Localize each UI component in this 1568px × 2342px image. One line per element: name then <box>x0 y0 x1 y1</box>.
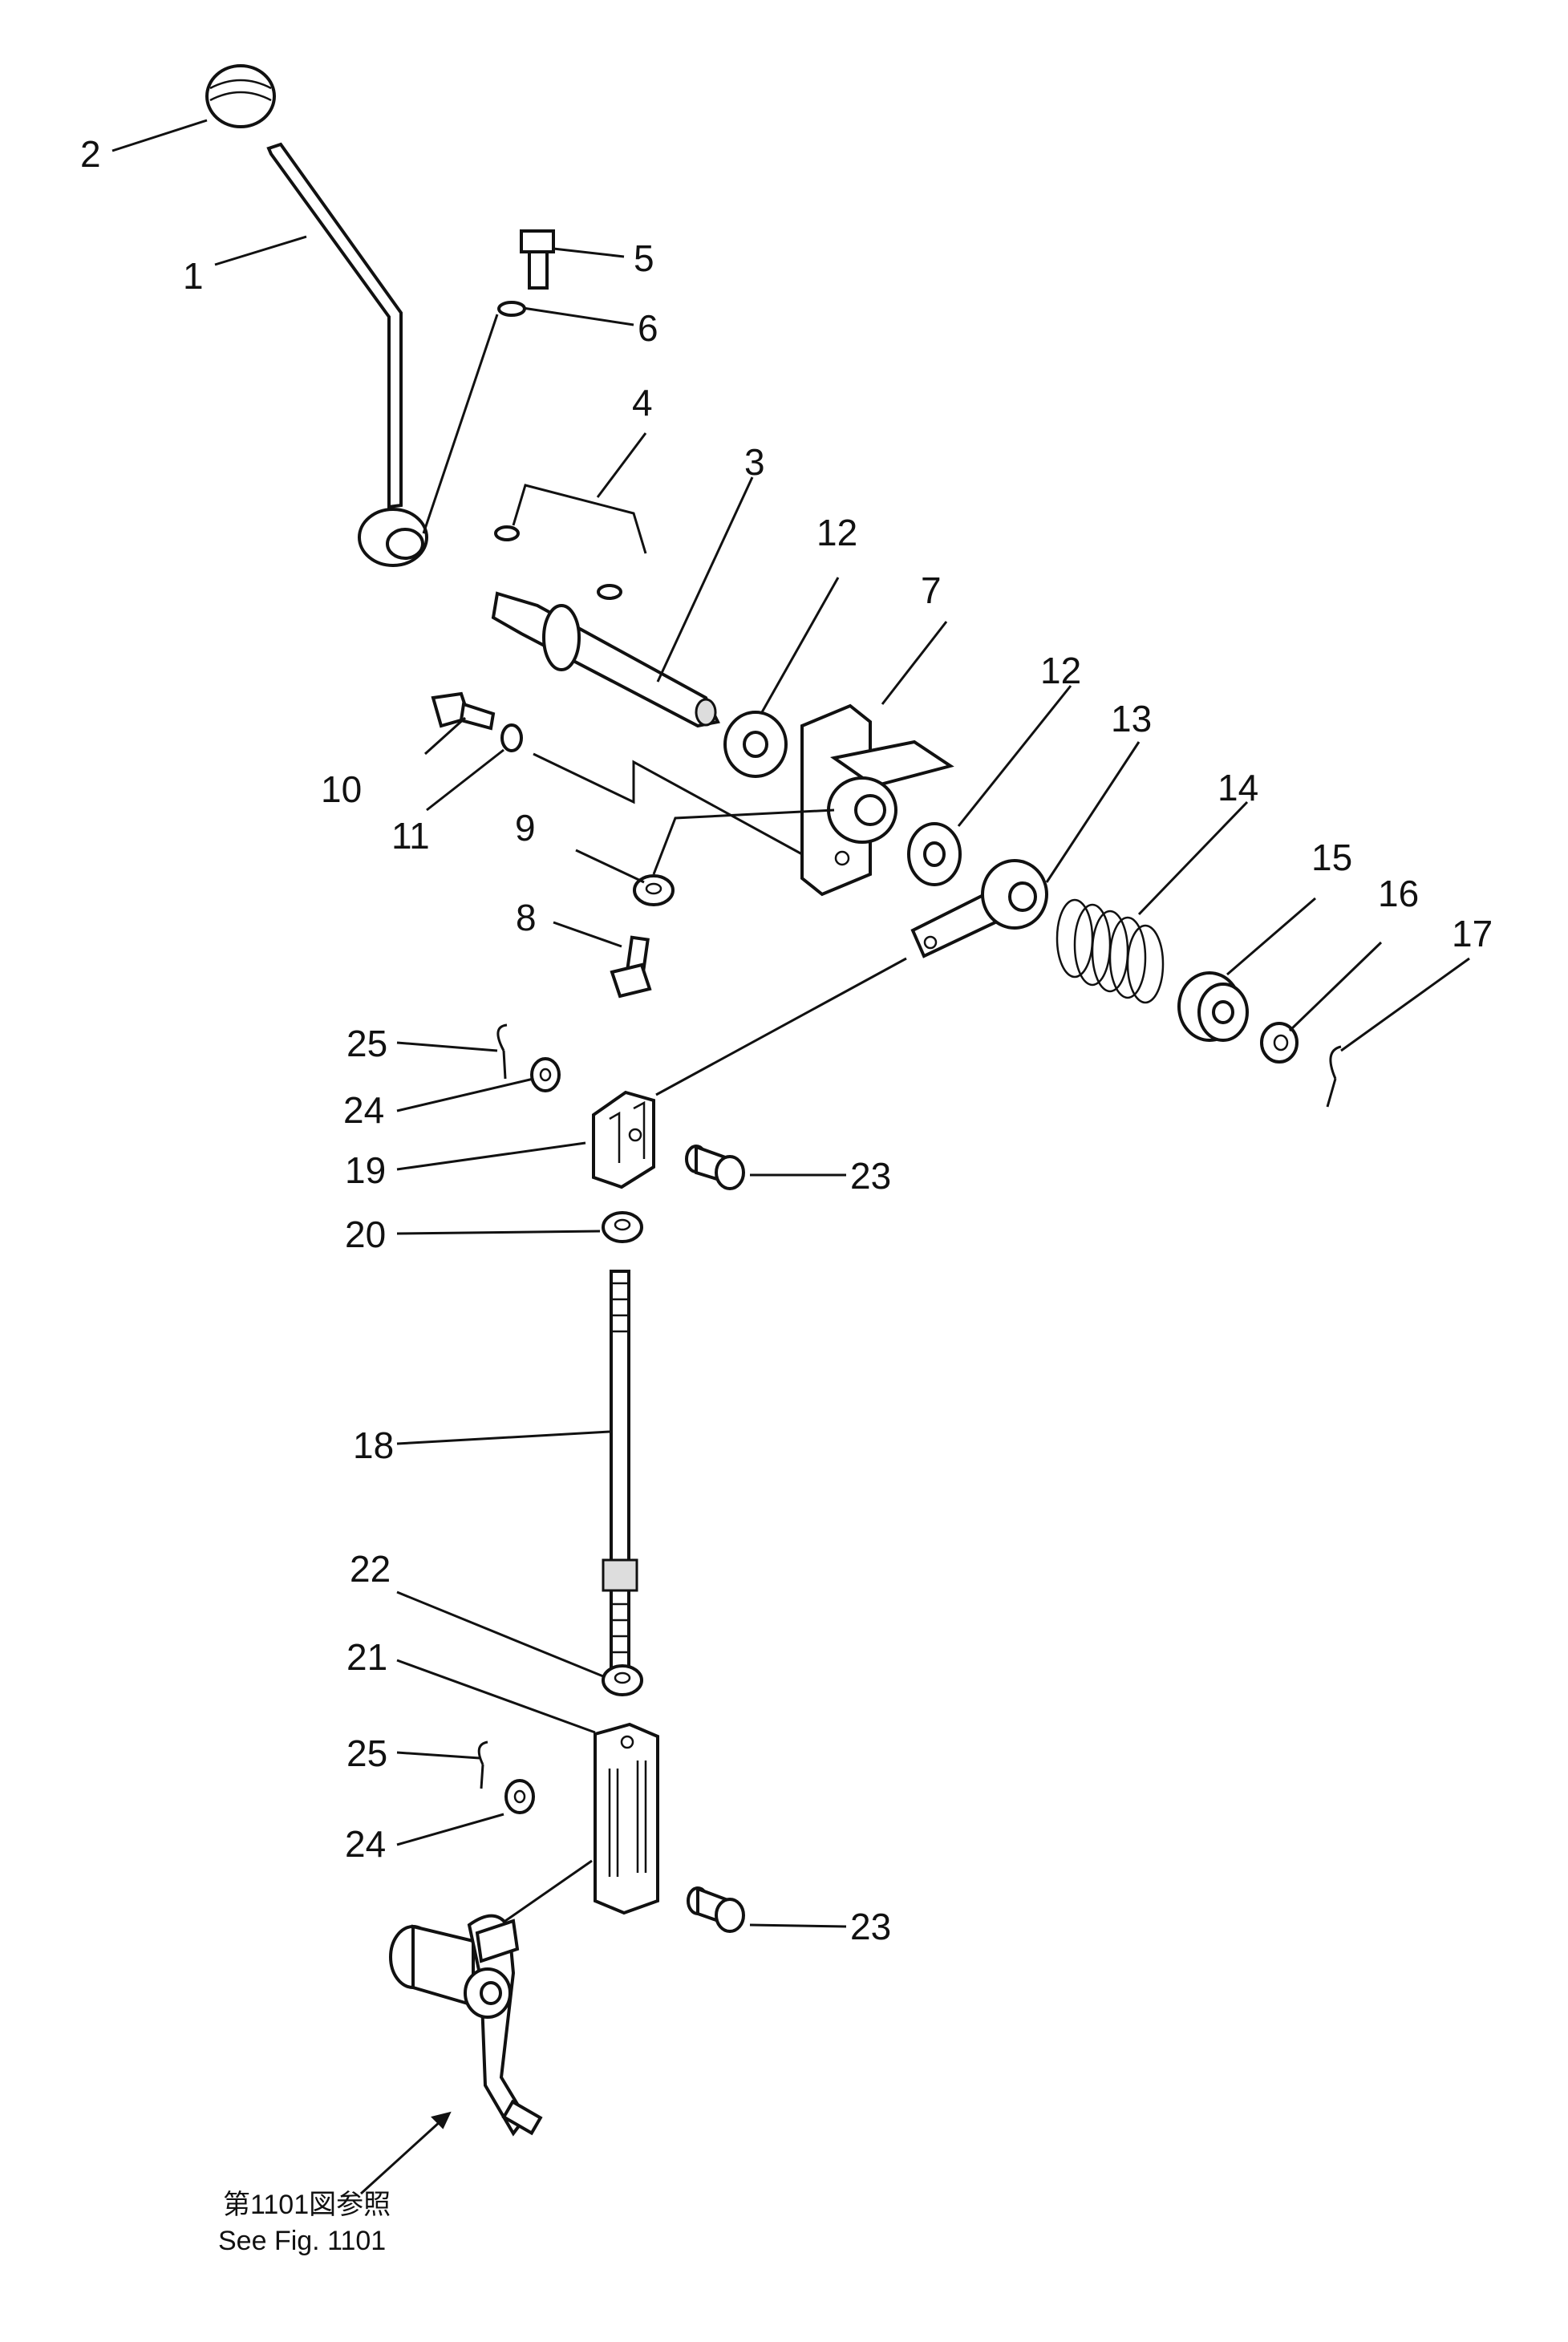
callout-6: 6 <box>638 307 658 349</box>
part-23-pin-b[interactable] <box>687 1886 745 1933</box>
callout-12-b: 12 <box>1040 650 1081 691</box>
part-22-nut[interactable] <box>602 1664 643 1696</box>
part-24-washer-a[interactable] <box>530 1057 561 1092</box>
callout-4: 4 <box>632 382 653 423</box>
part-3-shaft[interactable] <box>491 591 720 728</box>
reference-caption-jp: 第1101図参照 <box>223 2190 391 2220</box>
part-5-bolt[interactable] <box>520 229 555 290</box>
callout-22: 22 <box>350 1548 391 1590</box>
callout-24-a: 24 <box>343 1089 384 1131</box>
callout-10: 10 <box>321 768 362 810</box>
callout-25-b: 25 <box>346 1732 387 1774</box>
callout-21: 21 <box>346 1636 387 1678</box>
part-25-cotter-pin-a[interactable] <box>496 1023 508 1080</box>
part-8-bolt[interactable] <box>610 935 652 999</box>
callout-3: 3 <box>744 441 765 483</box>
part-6-washer[interactable] <box>497 301 526 317</box>
callout-23-b: 23 <box>850 1906 891 1947</box>
callout-17: 17 <box>1452 913 1493 954</box>
part-9-nut[interactable] <box>633 874 675 906</box>
callout-2: 2 <box>80 133 101 175</box>
part-17-cotter-pin[interactable] <box>1326 1045 1342 1108</box>
leader-lines <box>111 119 1470 2195</box>
part-12-washer-b[interactable] <box>907 822 962 886</box>
part-14-spring[interactable] <box>1055 898 1165 1004</box>
callout-25-a: 25 <box>346 1023 387 1064</box>
callout-9: 9 <box>515 807 536 849</box>
callout-5: 5 <box>634 237 654 279</box>
callout-13: 13 <box>1111 698 1152 739</box>
callout-20: 20 <box>345 1214 386 1255</box>
part-19-clevis[interactable] <box>592 1090 655 1189</box>
callout-15: 15 <box>1311 837 1352 878</box>
part-2-knob[interactable] <box>205 64 276 128</box>
callout-12-a: 12 <box>816 512 857 553</box>
part-11-lock-washer[interactable] <box>500 723 523 752</box>
callout-labels: 2 1 5 6 4 3 12 7 12 13 14 15 16 17 10 11… <box>80 133 1493 1947</box>
callout-16: 16 <box>1378 873 1419 914</box>
part-15-collar[interactable] <box>1177 971 1249 1042</box>
part-25-cotter-pin-b[interactable] <box>477 1740 488 1789</box>
part-24-washer-b[interactable] <box>504 1779 535 1814</box>
part-20-nut[interactable] <box>602 1211 643 1243</box>
pedal-lever-assembly <box>389 1914 543 2137</box>
part-16-nut[interactable] <box>1260 1022 1299 1064</box>
reference-caption-en: See Fig. 1101 <box>218 2226 386 2256</box>
part-1-lever[interactable] <box>266 142 428 567</box>
callout-8: 8 <box>516 897 537 938</box>
part-7-bracket[interactable] <box>800 703 954 897</box>
callout-1: 1 <box>183 255 204 297</box>
callout-24-b: 24 <box>345 1823 386 1865</box>
callout-18: 18 <box>353 1424 394 1466</box>
callout-7: 7 <box>921 569 942 611</box>
callout-11: 11 <box>391 815 430 857</box>
part-21-slotted-clevis[interactable] <box>594 1722 659 1915</box>
part-4-pins[interactable] <box>494 525 622 600</box>
part-10-bolt[interactable] <box>431 691 496 731</box>
callout-14: 14 <box>1218 767 1258 808</box>
callout-19: 19 <box>345 1149 386 1191</box>
part-13-arm[interactable] <box>910 859 1048 958</box>
callout-23-a: 23 <box>850 1155 891 1197</box>
part-23-pin-a[interactable] <box>685 1145 745 1190</box>
part-12-washer-a[interactable] <box>723 711 788 778</box>
part-18-threaded-rod[interactable] <box>602 1270 638 1674</box>
